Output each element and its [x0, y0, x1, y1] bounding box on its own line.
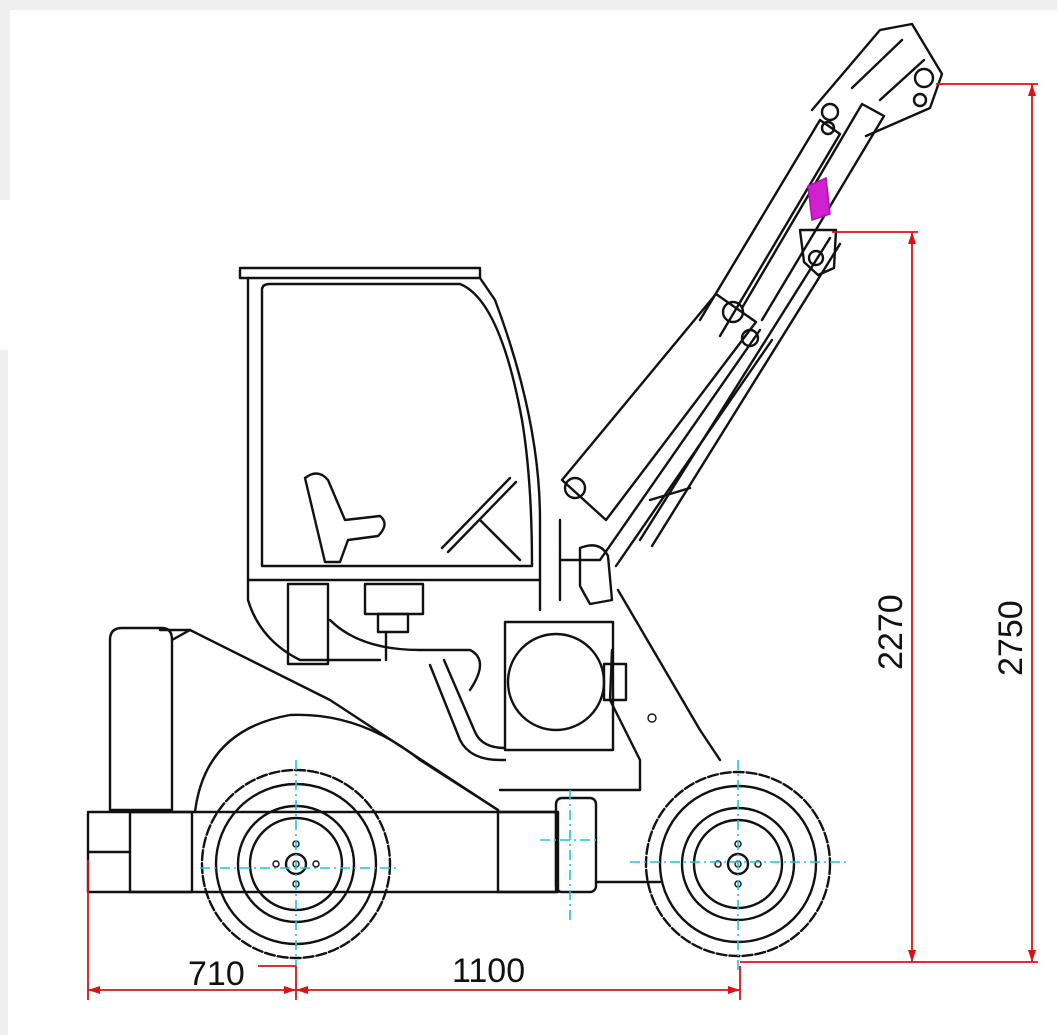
dimension-overall-height: 2750	[992, 600, 1030, 676]
top-border	[0, 0, 1057, 10]
lift-arm	[558, 22, 944, 606]
left-border-bottom	[0, 350, 8, 1035]
cab	[238, 266, 542, 692]
dimension-front-overhang: 710	[188, 955, 245, 993]
chassis	[86, 588, 722, 894]
dimension-pin-height: 2270	[872, 594, 910, 670]
dimension-lines	[87, 83, 1038, 1000]
center-lines	[200, 760, 848, 970]
engine-unit	[428, 620, 657, 762]
highlighted-linkage	[807, 176, 831, 222]
left-border-top	[0, 10, 10, 200]
dimension-wheelbase: 1100	[452, 952, 525, 990]
